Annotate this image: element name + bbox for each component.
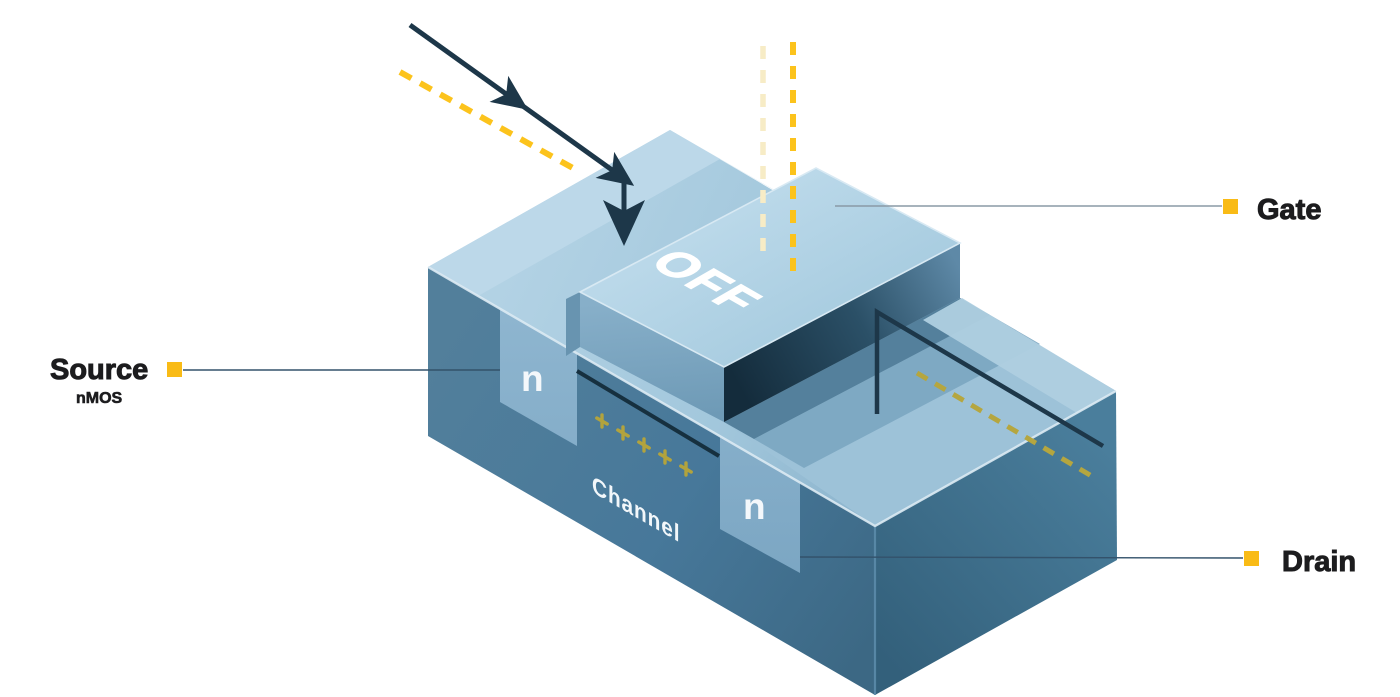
- gate-shadow-band: [724, 298, 990, 439]
- drain-top-mid-band: [754, 315, 1040, 468]
- gate-right-face: [724, 243, 960, 422]
- input-signal-arrow-icon: [408, 22, 529, 110]
- drain-callout-line: [799, 556, 1244, 559]
- source-doping-label: n: [521, 358, 544, 399]
- drain-top-stripe: [923, 298, 1116, 413]
- drain-callout-marker-icon: [1244, 551, 1259, 566]
- gate-top-face: [578, 167, 962, 368]
- drain-current-dashes: [915, 370, 1097, 481]
- gate-label: Gate: [1257, 194, 1321, 226]
- gate-block: OFF: [578, 167, 962, 422]
- drain-wire: [874, 308, 1105, 448]
- positive-charge-icons: [595, 413, 693, 477]
- gate-callout-marker-icon: [1223, 199, 1238, 214]
- drain-doping-label: n: [743, 486, 766, 527]
- source-callout-marker-icon: [167, 362, 182, 377]
- top-edge-highlight: [427, 265, 1117, 528]
- gate-trench-sliver: [566, 292, 580, 356]
- blocked-signal-dashes: [398, 69, 582, 175]
- gate-callout: Gate: [835, 194, 1322, 227]
- gate-signal-arrows: [398, 22, 796, 274]
- drain-callout: Drain: [799, 546, 1357, 579]
- source-label: Source: [50, 354, 148, 386]
- channel-boundary-line: [575, 369, 721, 458]
- gate-left-face: [580, 292, 724, 422]
- drain-label: Drain: [1282, 546, 1356, 578]
- substrate-right-face: [875, 391, 1117, 695]
- source-callout: Source nMOS: [50, 354, 500, 407]
- source-sublabel: nMOS: [76, 390, 123, 407]
- input-signal-arrow-tip-icon: [518, 101, 635, 186]
- top-back-highlight-band: [428, 130, 720, 296]
